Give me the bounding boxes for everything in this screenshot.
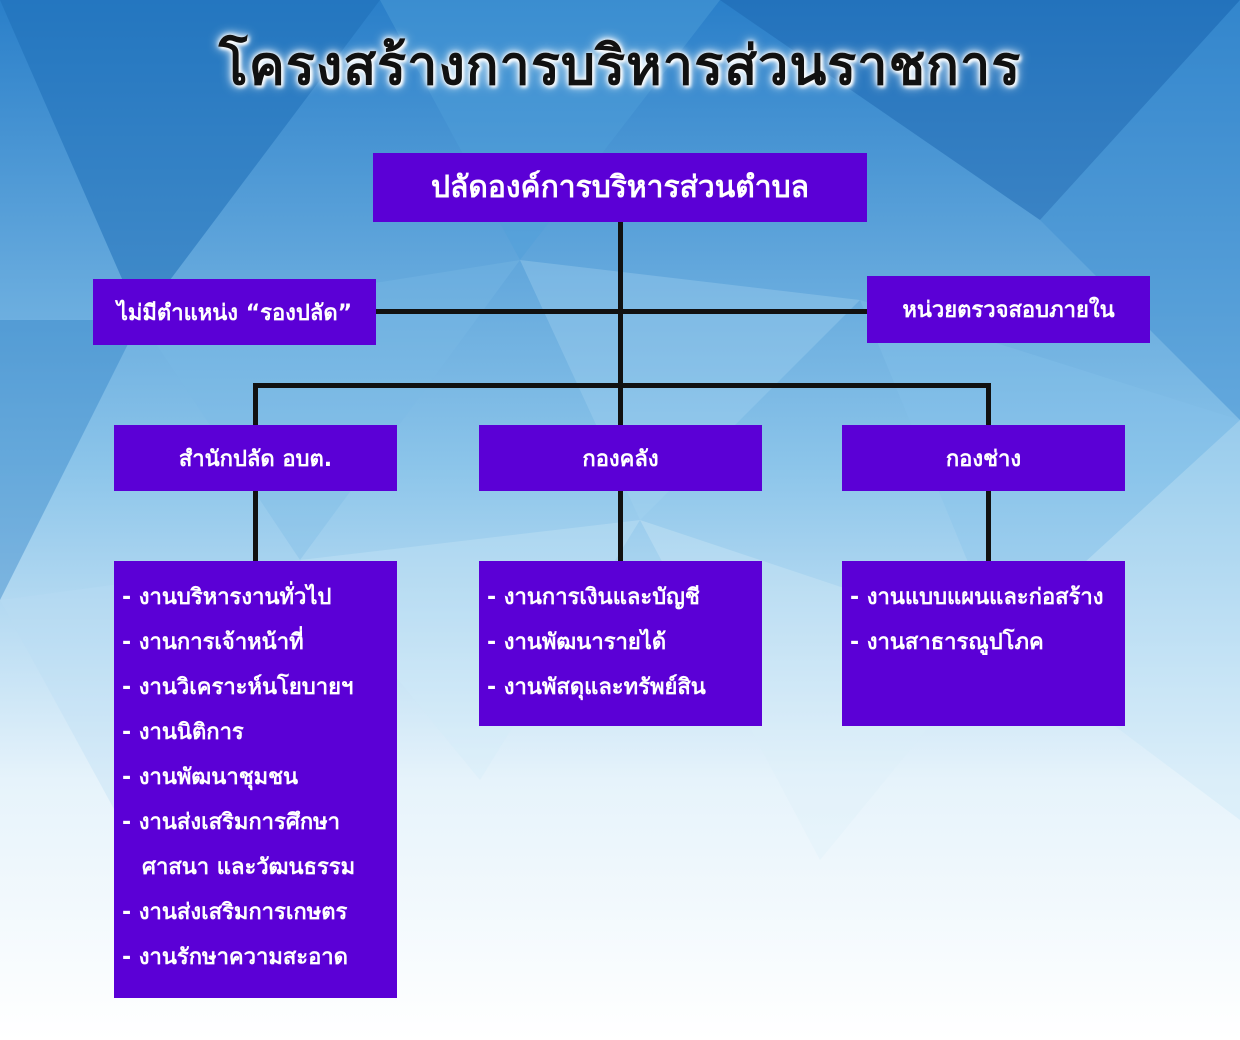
box-tasks-finance: - งานการเงินและบัญชี - งานพัฒนารายได้ - …	[479, 561, 762, 726]
task-item: - งานสาธารณูปโภค	[850, 630, 1044, 655]
task-item: - งานพัฒนาชุมชน	[122, 765, 299, 790]
connector-div3-tasks	[986, 491, 991, 561]
box-no-deputy-label: ไม่มีตำแหน่ง “รองปลัด”	[116, 300, 353, 326]
task-list-finance: - งานการเงินและบัญชี - งานพัฒนารายได้ - …	[479, 561, 762, 710]
task-item-continued: ศาสนา และวัฒนธรรม	[122, 845, 397, 890]
task-item-continued-text: ศาสนา และวัฒนธรรม	[142, 855, 356, 880]
connector-trunk	[618, 222, 623, 425]
task-item: - งานการเงินและบัญชี	[487, 585, 700, 610]
task-item: - งานแบบแผนและก่อสร้าง	[850, 585, 1104, 610]
division-label: สำนักปลัด อบต.	[178, 446, 333, 472]
task-item: - งานการเจ้าหน้าที่	[122, 630, 304, 655]
task-item: - งานรักษาความสะอาด	[122, 945, 348, 970]
division-label: กองคลัง	[582, 446, 659, 472]
box-no-deputy: ไม่มีตำแหน่ง “รองปลัด”	[93, 279, 376, 345]
box-division-engineering: กองช่าง	[842, 425, 1125, 491]
box-tasks-office: - งานบริหารงานทั่วไป - งานการเจ้าหน้าที่…	[114, 561, 397, 998]
box-chief-administrator: ปลัดองค์การบริหารส่วนตำบล	[373, 153, 867, 222]
task-list-office: - งานบริหารงานทั่วไป - งานการเจ้าหน้าที่…	[114, 561, 397, 980]
box-division-finance: กองคลัง	[479, 425, 762, 491]
task-item: - งานส่งเสริมการศึกษา	[122, 810, 340, 835]
box-division-office: สำนักปลัด อบต.	[114, 425, 397, 491]
task-item: - งานส่งเสริมการเกษตร	[122, 900, 348, 925]
box-internal-audit: หน่วยตรวจสอบภายใน	[867, 276, 1150, 343]
box-internal-audit-label: หน่วยตรวจสอบภายใน	[902, 298, 1115, 323]
task-item: - งานพัฒนารายได้	[487, 630, 667, 655]
connector-side-horizontal	[376, 309, 868, 314]
task-list-engineering: - งานแบบแผนและก่อสร้าง - งานสาธารณูปโภค	[842, 561, 1125, 665]
task-item: - งานพัสดุและทรัพย์สิน	[487, 675, 706, 700]
connector-drop-left	[253, 383, 258, 425]
task-item: - งานวิเคราะห์นโยบายฯ	[122, 675, 354, 700]
box-tasks-engineering: - งานแบบแผนและก่อสร้าง - งานสาธารณูปโภค	[842, 561, 1125, 726]
connector-div1-tasks	[253, 491, 258, 561]
connector-div2-tasks	[618, 491, 623, 561]
task-item: - งานบริหารงานทั่วไป	[122, 585, 332, 610]
division-label: กองช่าง	[945, 446, 1022, 472]
connector-drop-right	[986, 383, 991, 425]
task-item: - งานนิติการ	[122, 720, 244, 745]
box-chief-administrator-label: ปลัดองค์การบริหารส่วนตำบล	[430, 170, 810, 205]
connector-divisions-horizontal	[253, 383, 991, 388]
page-title: โครงสร้างการบริหารส่วนราชการ	[218, 34, 1022, 97]
